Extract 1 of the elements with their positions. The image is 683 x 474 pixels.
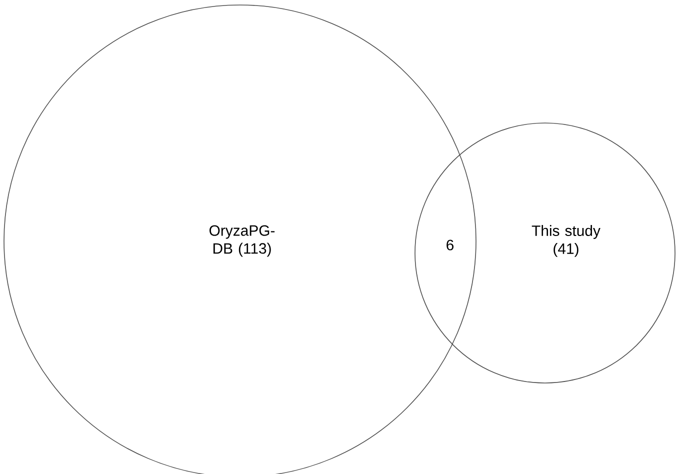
overlap-count: 6 xyxy=(446,240,454,250)
